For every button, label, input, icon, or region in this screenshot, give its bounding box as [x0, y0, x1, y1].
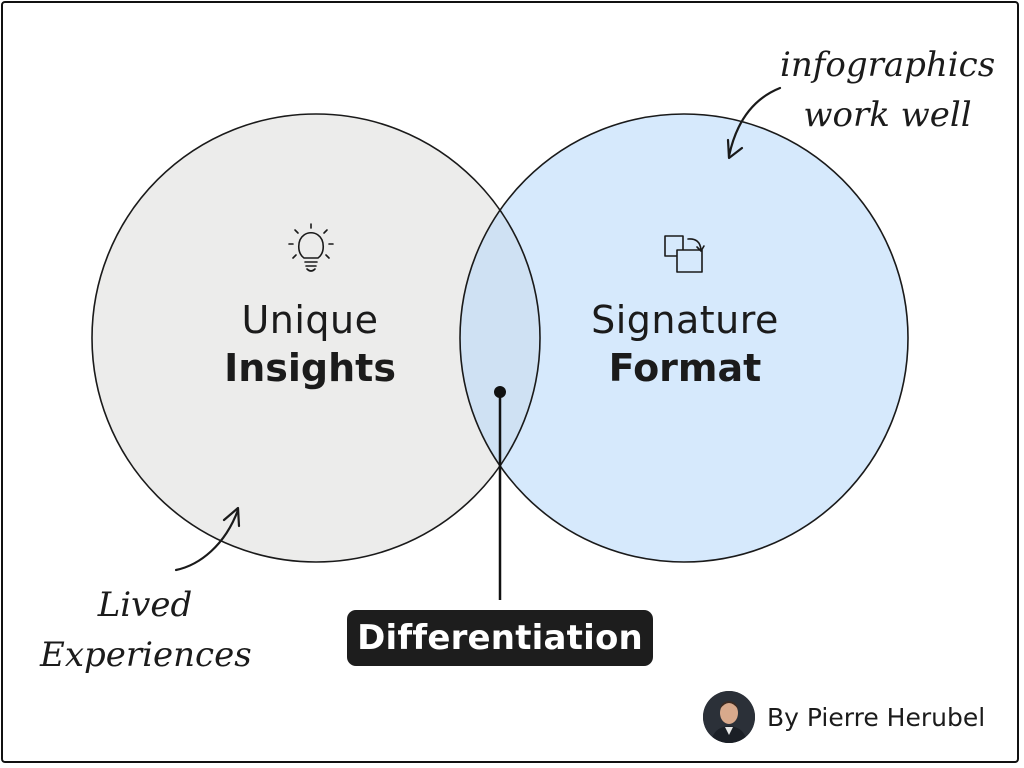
left-circle-label: Unique Insights — [185, 296, 435, 392]
annotation-lived-line2: Experiences — [40, 630, 250, 680]
author-byline: By Pierre Herubel — [767, 703, 985, 732]
annotation-infographics: infographics work well — [780, 40, 995, 140]
annotation-infographics-line2: work well — [780, 90, 995, 140]
author-credit: By Pierre Herubel — [703, 690, 985, 744]
author-avatar — [703, 691, 755, 743]
left-label-line1: Unique — [185, 296, 435, 344]
annotation-lived-experiences: Lived Experiences — [40, 580, 250, 680]
right-label-line2: Format — [560, 344, 810, 392]
callout-dot — [494, 386, 506, 398]
differentiation-label: Differentiation — [347, 610, 653, 666]
annotation-lived-line1: Lived — [40, 580, 250, 630]
right-circle-label: Signature Format — [560, 296, 810, 392]
annotation-infographics-line1: infographics — [780, 40, 995, 90]
right-label-line1: Signature — [560, 296, 810, 344]
left-label-line2: Insights — [185, 344, 435, 392]
